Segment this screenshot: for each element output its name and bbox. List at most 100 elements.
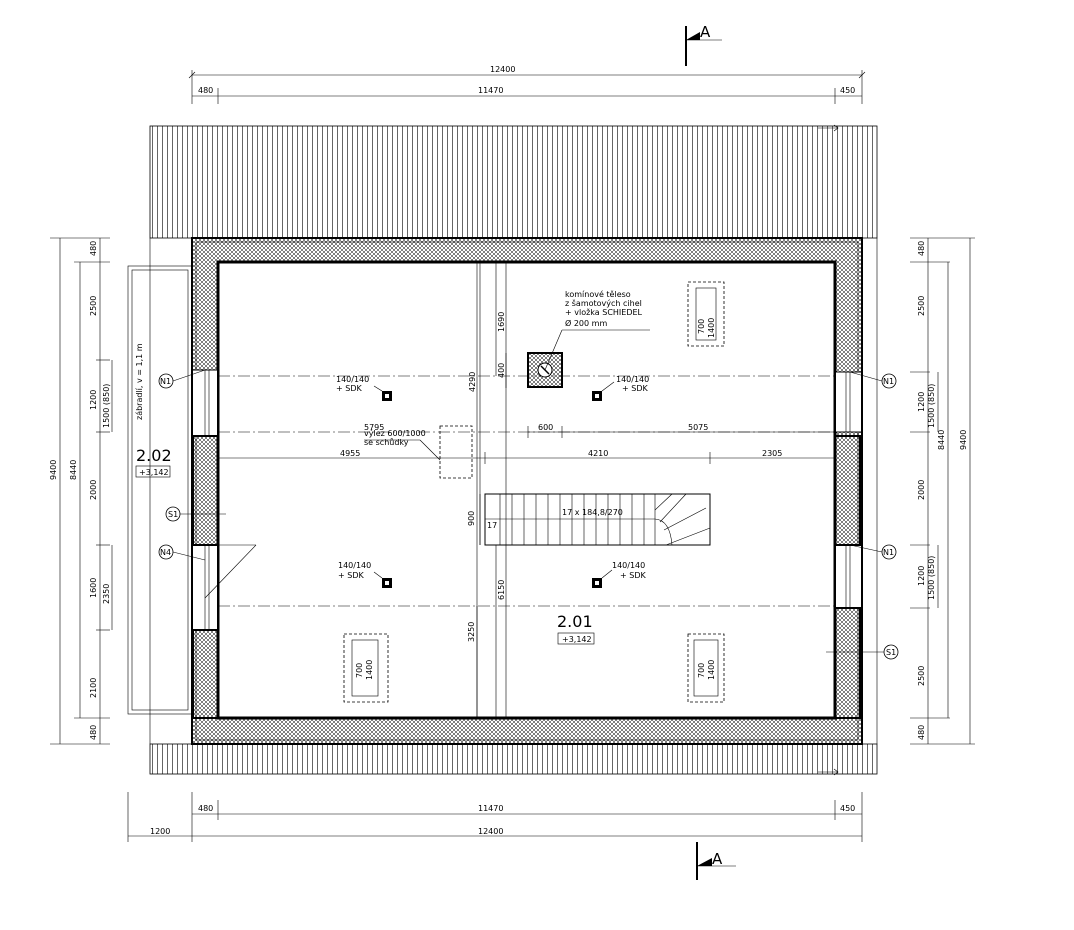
top-dimension-chain: 12400 480 11470 450 (188, 65, 866, 104)
interior-dimensions: 1690 4290 400 600 5075 5795 4955 4210 23… (218, 262, 835, 718)
skylight-se-h: 1400 (707, 660, 716, 680)
column-se-size: 140/140 (612, 561, 645, 570)
dim-top-total: 12400 (490, 65, 515, 74)
dim-5795: 5795 (364, 423, 384, 432)
column-sw-finish: + SDK (338, 571, 364, 580)
railing-label: zábradlí, v = 1,1 m (135, 343, 144, 420)
section-mark-bottom-label: A (712, 850, 723, 868)
dim-5075: 5075 (688, 423, 708, 432)
dim-bottom-mid: 11470 (478, 804, 503, 813)
chimney-label-0: komínové těleso (565, 289, 631, 299)
dim-right-seg-4: 1200 (917, 566, 926, 586)
skylight-sw-h: 1400 (365, 660, 374, 680)
room-2-02-level: +3,142 (139, 468, 169, 477)
dim-400: 400 (497, 363, 506, 378)
tag-n1-right-label: N1 (883, 377, 894, 386)
dim-left-outer: 9400 (49, 460, 58, 480)
dim-left-seg-1: 2500 (89, 296, 98, 316)
dim-right-outer: 9400 (959, 430, 968, 450)
dim-left-seg-3: 2000 (89, 480, 98, 500)
dim-right-seg-2: 1200 (917, 392, 926, 412)
dim-900: 900 (467, 511, 476, 526)
column-ne-finish: + SDK (622, 384, 648, 393)
dim-bottom-right: 450 (840, 804, 855, 813)
dim-3250: 3250 (467, 622, 476, 642)
dim-bottom-ext: 1200 (150, 827, 170, 836)
dim-right-seg-5: 2500 (917, 666, 926, 686)
skylight-ne-w: 700 (697, 319, 706, 334)
hatch-label-1: se schůdky (364, 437, 409, 447)
dim-left-window-b: 2350 (102, 584, 111, 604)
skylight-ne-h: 1400 (707, 318, 716, 338)
dim-right-window-a: 1500 (850) (927, 384, 936, 428)
dim-right-window-b: 1500 (850) (927, 556, 936, 600)
dim-left-window-a: 1500 (850) (102, 384, 111, 428)
dim-right-seg-0: 480 (917, 241, 926, 256)
hatch-label-0: výlez 600/1000 (364, 429, 426, 438)
dim-2305: 2305 (762, 449, 782, 458)
tag-n4: N4 (158, 544, 206, 561)
dim-bottom-total: 12400 (478, 827, 503, 836)
column-sw-size: 140/140 (338, 561, 371, 570)
chimney-label-2: + vložka SCHIEDEL (565, 308, 643, 317)
room-2-02: 2.02 +3,142 (135, 446, 172, 478)
column-se: 140/140 + SDK (592, 561, 646, 588)
tag-n4-label: N4 (160, 548, 171, 557)
dim-right-seg-6: 480 (917, 725, 926, 740)
dim-1690: 1690 (497, 312, 506, 332)
tag-s1-right: S1 (826, 644, 899, 660)
column-nw-finish: + SDK (336, 384, 362, 393)
chimney: komínové těleso z šamotových cihel + vlo… (527, 289, 650, 388)
skylight-se-w: 700 (697, 663, 706, 678)
skylight-sw-w: 700 (355, 663, 364, 678)
dim-top-mid: 11470 (478, 86, 503, 95)
exterior-walls (191, 237, 863, 745)
tag-s1-left: S1 (165, 506, 226, 522)
dim-right-seg-1: 2500 (917, 296, 926, 316)
dim-4210: 4210 (588, 449, 608, 458)
left-dimension-chain: 9400 8440 480 2500 1200 2000 1600 2100 4… (49, 237, 113, 745)
tag-s1-left-label: S1 (168, 510, 178, 519)
dim-right-mid: 8440 (937, 430, 946, 450)
room-2-02-number: 2.02 (136, 446, 172, 465)
staircase: 17 x 184,8/270 17 (484, 493, 711, 546)
tag-n1-left: N1 (158, 369, 206, 389)
column-ne: 140/140 + SDK (592, 375, 649, 401)
dim-left-mid: 8440 (69, 460, 78, 480)
dim-top-right: 450 (840, 86, 855, 95)
tag-n1-left-label: N1 (160, 377, 171, 386)
stairs-number: 17 (487, 521, 497, 530)
section-mark-bottom: A (696, 842, 736, 880)
dim-600: 600 (538, 423, 553, 432)
skylight-se: 700 1400 (687, 633, 725, 703)
room-2-01-number: 2.01 (557, 612, 593, 631)
columns: 140/140 + SDK 140/140 + SDK 140/140 + SD… (336, 375, 649, 588)
dim-left-seg-5: 2100 (89, 678, 98, 698)
chimney-label-3: Ø 200 mm (565, 318, 607, 328)
dim-6150: 6150 (497, 580, 506, 600)
tag-s1-right-label: S1 (886, 648, 896, 657)
skylight-ne: 700 1400 (687, 281, 725, 347)
column-se-finish: + SDK (620, 571, 646, 580)
column-nw-size: 140/140 (336, 375, 369, 384)
dim-left-seg-2: 1200 (89, 390, 98, 410)
roof-hatch: výlez 600/1000 se schůdky (364, 425, 473, 479)
dim-4290: 4290 (468, 372, 477, 392)
skylights: 700 1400 700 1400 700 1400 (343, 281, 725, 703)
room-2-01: 2.01 +3,142 (557, 612, 595, 645)
tag-n1-right-lower-label: N1 (883, 548, 894, 557)
bottom-dimension-chain: 480 11470 450 1200 12400 (127, 792, 863, 842)
tag-n1-right: N1 (849, 371, 897, 389)
column-ne-size: 140/140 (616, 375, 649, 384)
right-dimension-chain: 480 2500 1200 2000 1200 2500 480 1500 (8… (910, 237, 975, 745)
section-mark-top-label: A (700, 23, 711, 41)
balcony: zábradlí, v = 1,1 m (127, 265, 193, 715)
room-2-01-level: +3,142 (562, 635, 592, 644)
skylight-sw: 700 1400 (343, 633, 389, 703)
section-mark-top: A (685, 23, 722, 66)
column-nw: 140/140 + SDK (336, 375, 392, 401)
dim-bottom-left: 480 (198, 804, 213, 813)
dim-4955: 4955 (340, 449, 360, 458)
